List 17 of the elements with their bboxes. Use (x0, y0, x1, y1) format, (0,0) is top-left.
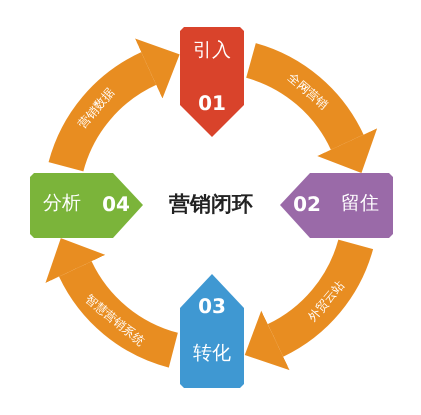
step-banner (30, 173, 143, 238)
step-title: 转化 (193, 344, 231, 363)
step-number: 01 (198, 93, 226, 113)
edge-label: 全网营销 (286, 70, 330, 111)
step-number: 04 (102, 194, 130, 214)
step-title: 引入 (193, 41, 231, 60)
step-banner (280, 173, 393, 238)
center-title: 营销闭环 (169, 191, 253, 218)
edge-label: 营销数据 (76, 86, 116, 131)
step-banner (180, 27, 244, 137)
edge-label: 智慧营销系统 (84, 292, 147, 348)
step-banner (180, 274, 244, 388)
step-title: 分析 (43, 194, 81, 213)
edge-label: 外贸云站 (306, 278, 346, 324)
step-title: 留住 (341, 194, 379, 213)
step-number: 03 (198, 296, 226, 316)
step-number: 02 (293, 194, 321, 214)
